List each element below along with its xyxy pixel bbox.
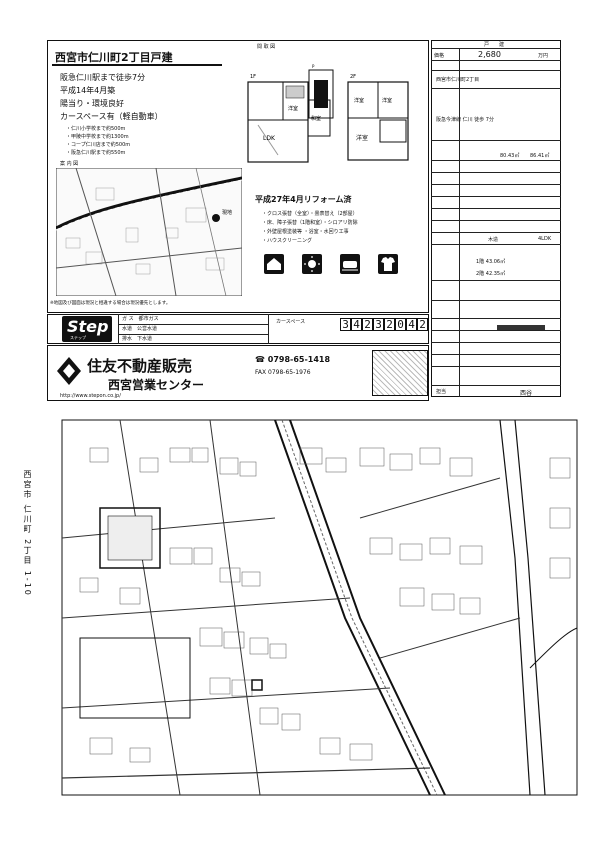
- svg-text:P: P: [312, 64, 315, 69]
- floor-plan-2f: 洋室 洋室 洋室 2F: [347, 74, 409, 161]
- map-side-label: 西宮市 仁川町 2丁目 1-10: [23, 470, 32, 597]
- reform-item: ・ハウスクリーニング: [262, 238, 313, 244]
- price-unit: 万円: [538, 53, 549, 59]
- shirt-icon: [378, 254, 398, 274]
- distance-item: ・阪急仁川駅まで約550m: [66, 150, 126, 156]
- step-logo: Step ステップ: [62, 316, 112, 342]
- sun-icon: [302, 254, 322, 274]
- code-digit: 0: [395, 318, 406, 331]
- step-bar: [47, 314, 429, 344]
- svg-text:洋室: 洋室: [354, 97, 364, 104]
- company-center: 西宮営業センター: [108, 378, 205, 392]
- svg-text:1F: 1F: [250, 74, 256, 80]
- svg-text:2F: 2F: [350, 74, 356, 80]
- code-digit: 4: [406, 318, 417, 331]
- spec-building-area: 86.41㎡: [530, 153, 550, 159]
- distance-item: ・仁川小学校まで約500m: [66, 126, 126, 132]
- flyer-title: 西宮市仁川町2丁目戸建: [55, 51, 173, 64]
- price-value: 2,680: [478, 50, 501, 59]
- step-logo-sub: ステップ: [70, 335, 86, 340]
- price-label: 価格: [434, 53, 445, 59]
- floor-plan-parking: P: [308, 64, 334, 119]
- spec-area-1f: 1階 43.06㎡: [476, 259, 506, 265]
- spec-address: 西宮市仁川町2丁目: [436, 77, 480, 83]
- company-block: [47, 345, 429, 401]
- footnote: ※地図及び図面は現況と相違する場合は現況優先とします。: [50, 301, 171, 306]
- svg-text:現地: 現地: [222, 209, 232, 216]
- company-map-thumb: [372, 350, 428, 396]
- spec-table: [431, 40, 561, 397]
- guide-map: 現地: [56, 168, 242, 296]
- company-logo-icon: [57, 357, 81, 385]
- code-digit: 2: [362, 318, 373, 331]
- reform-item: ・外壁屋根塗装等 ・浴室・水回り工事: [262, 229, 349, 235]
- code-digit: 2: [384, 318, 395, 331]
- feature-item: 陽当り・環境良好: [60, 99, 124, 108]
- reform-item: ・クロス張替（全室）・畳表替え（2部屋）: [262, 211, 358, 217]
- spec-land-area: 80.43㎡: [500, 153, 520, 159]
- distance-item: ・甲陵中学校まで約1300m: [66, 134, 129, 140]
- company-url: http://www.stepon.co.jp/: [60, 393, 121, 399]
- home-icon: [264, 254, 284, 274]
- spec-station: 阪急今津線 仁川 徒歩 7分: [436, 117, 494, 123]
- feature-item: 平成14年4月築: [60, 86, 116, 95]
- company-fax: FAX 0798-65-1976: [255, 369, 311, 376]
- code-digit: 4: [351, 318, 362, 331]
- floor-plan-1f: LDK 洋室 和室 1F: [247, 74, 331, 163]
- code-digit: 3: [340, 318, 351, 331]
- spec-header: 戸 建: [484, 42, 505, 48]
- feature-item: 阪急仁川駅まで徒歩7分: [60, 73, 146, 82]
- distance-item: ・コープ仁川店まで約500m: [66, 142, 131, 148]
- train-icon: [340, 254, 360, 274]
- step-row: 水道 公営水道: [122, 326, 158, 332]
- feature-item: カースペース有（軽自動車）: [60, 112, 163, 121]
- spec-layout: 4LDK: [538, 236, 552, 242]
- step-row: ガ ス 都市ガス: [122, 316, 159, 322]
- company-name: 住友不動産販売: [87, 357, 193, 375]
- spec-highlight-row: [497, 325, 545, 330]
- reform-item: ・床、障子張替（1階和室）・シロアリ防除: [262, 220, 358, 226]
- floor-plan-label: 間 取 図: [257, 44, 276, 50]
- staff-label: 担当: [436, 389, 447, 395]
- cadastral-map: [61, 419, 578, 796]
- step-logo-text: Step: [67, 317, 109, 336]
- map-label: 案 内 図: [60, 161, 79, 167]
- code-digit: 3: [373, 318, 384, 331]
- svg-text:LDK: LDK: [263, 135, 276, 142]
- code-digit: 2: [417, 318, 428, 331]
- svg-text:洋室: 洋室: [288, 105, 298, 112]
- step-row: 排水 下水道: [122, 336, 153, 342]
- company-tel: ☎ 0798-65-1418: [255, 355, 331, 364]
- spec-structure: 木造: [488, 237, 499, 243]
- flyer-frame: [47, 40, 429, 313]
- staff-name: 西谷: [520, 390, 533, 397]
- svg-text:洋室: 洋室: [382, 97, 392, 104]
- svg-text:洋室: 洋室: [356, 134, 368, 142]
- code-label: カースペース: [276, 319, 306, 325]
- reform-heading: 平成27年4月リフォーム済: [255, 195, 352, 204]
- spec-area-2f: 2階 42.35㎡: [476, 271, 506, 277]
